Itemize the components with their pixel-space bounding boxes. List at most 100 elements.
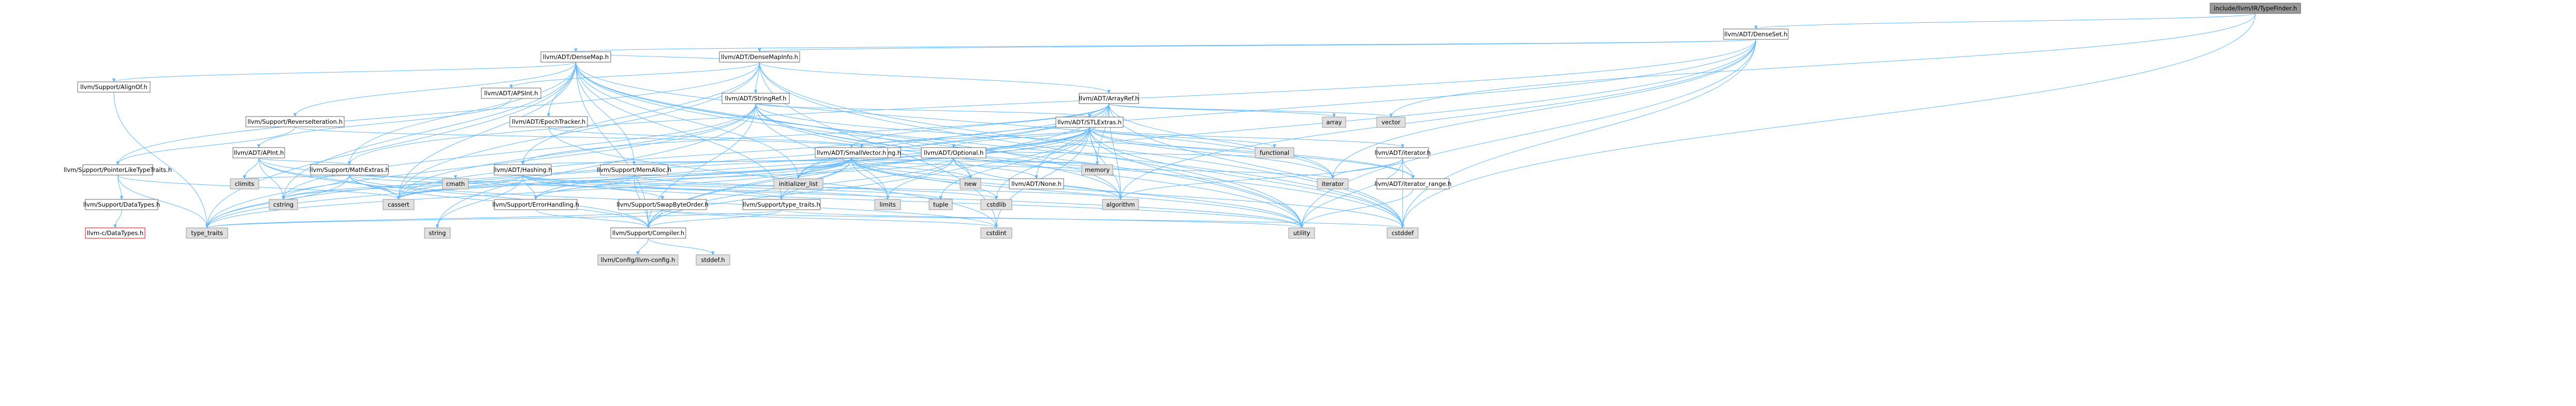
node-arrayref[interactable]: llvm/ADT/ArrayRef.h (1079, 93, 1139, 104)
node-stringref[interactable]: llvm/ADT/StringRef.h (722, 93, 790, 104)
edge-stlextras-to-iterator (1089, 127, 1403, 148)
edge-denseset-to-s_utility (1302, 39, 1756, 228)
node-box (230, 178, 259, 190)
edge-stlextras-to-s_memory (1089, 127, 1097, 165)
node-box (1255, 147, 1294, 158)
node-box (494, 164, 552, 176)
edge-denseset-to-mathextras (349, 39, 1756, 165)
node-label: llvm/Support/Compiler.h (612, 229, 684, 237)
edge-optional-to-s_utility (953, 157, 1302, 228)
node-label: llvm/ADT/Hashing.h (493, 166, 552, 173)
edge-iterator-to-s_algorithm (1121, 157, 1403, 199)
node-datatypes[interactable]: llvm/Support/DataTypes.h (83, 199, 160, 210)
edge-iterator-to-s_utility (1302, 157, 1403, 228)
node-s_cstddef: cstddef (1387, 227, 1419, 239)
node-errhandling[interactable]: llvm/Support/ErrorHandling.h (492, 199, 579, 210)
node-box (424, 227, 451, 239)
edge-arrayref-to-s_memory (1097, 103, 1109, 165)
node-label: cstring (273, 201, 293, 208)
node-label: llvm/Support/MemAlloc.h (597, 166, 671, 173)
edge-reverseiter-to-abibreak (295, 126, 862, 148)
node-mathextras[interactable]: llvm/Support/MathExtras.h (310, 164, 389, 176)
node-densemapinfo[interactable]: llvm/ADT/DenseMapInfo.h (719, 51, 800, 63)
node-box (1009, 178, 1064, 190)
node-label: llvm/Support/SwapByteOrder.h (616, 201, 709, 208)
node-compiler[interactable]: llvm/Support/Compiler.h (610, 227, 686, 239)
edge-denseset-to-s_iterator (1333, 39, 1756, 179)
edge-smallvector-to-s_typetraits (207, 157, 852, 228)
edge-datatypes-to-cdatatypes (115, 209, 122, 228)
edge-arrayref-to-s_array (1109, 103, 1334, 117)
node-s_limits: limits (874, 199, 901, 210)
edge-densemap-to-s_typetraits (207, 62, 576, 228)
node-s_algorithm: algorithm (1102, 199, 1139, 210)
node-memalloc[interactable]: llvm/Support/MemAlloc.h (597, 164, 671, 176)
node-s_typetraits: type_traits (186, 227, 228, 239)
node-none[interactable]: llvm/ADT/None.h (1009, 178, 1064, 190)
node-box (186, 227, 228, 239)
edge-densemapinfo-to-arrayref (759, 62, 1109, 93)
node-denseset[interactable]: llvm/ADT/DenseSet.h (1723, 28, 1789, 40)
node-iterrange[interactable]: llvm/ADT/iterator_range.h (1375, 178, 1452, 190)
edge-ptrliketraits-to-s_typetraits (117, 175, 208, 228)
node-box (85, 199, 158, 210)
edge-optional-to-typetraits (782, 157, 954, 199)
node-label: array (1326, 119, 1342, 126)
node-apsint[interactable]: llvm/ADT/APSInt.h (481, 88, 541, 99)
edge-densemap-to-s_cstddef (576, 62, 1403, 228)
edge-stringref-to-s_string (437, 103, 756, 228)
node-ptrliketraits[interactable]: llvm/Support/PointerLikeTypeTraits.h (64, 164, 172, 176)
node-box (1376, 117, 1406, 128)
node-optional[interactable]: llvm/ADT/Optional.h (921, 147, 987, 158)
node-cdatatypes[interactable]: llvm-c/DataTypes.h (85, 227, 145, 239)
edge-apint-to-mathextras (258, 157, 349, 165)
edge-densemap-to-epochtracker (549, 62, 576, 117)
node-box (874, 199, 901, 210)
node-label: llvm/ADT/APSInt.h (484, 90, 538, 97)
edge-arrayref-to-none (1037, 103, 1109, 179)
node-box (980, 199, 1012, 210)
node-label: llvm/ADT/ArrayRef.h (1079, 95, 1139, 102)
node-box (773, 178, 823, 190)
node-box (494, 199, 578, 210)
node-hashing[interactable]: llvm/ADT/Hashing.h (493, 164, 552, 176)
node-box (1079, 93, 1139, 104)
node-label: limits (879, 201, 895, 208)
node-aligntof[interactable]: llvm/Support/AlignOf.h (77, 81, 151, 93)
edge-apint-to-s_climits (245, 157, 259, 179)
edge-swapbyte-to-s_cstdint (662, 209, 996, 228)
edge-denseset-to-s_cstddef (1403, 39, 1756, 228)
node-swapbyte[interactable]: llvm/Support/SwapByteOrder.h (616, 199, 709, 210)
node-epochtracker[interactable]: llvm/ADT/EpochTracker.h (509, 116, 588, 127)
node-densemap[interactable]: llvm/ADT/DenseMap.h (540, 51, 611, 63)
node-s_memory: memory (1081, 164, 1113, 176)
edge-hashing-to-s_string (437, 175, 523, 228)
node-smallvector[interactable]: llvm/ADT/SmallVector.h (815, 147, 888, 158)
node-label: llvm/ADT/DenseMapInfo.h (721, 53, 798, 61)
node-label: llvm/ADT/EpochTracker.h (512, 118, 585, 125)
edge-optional-to-hashing (523, 157, 954, 165)
edge-arrayref-to-s_iterator (1109, 103, 1333, 179)
node-label: llvm/Support/ReverseIteration.h (247, 118, 343, 125)
node-iterator[interactable]: llvm/ADT/iterator.h (1375, 147, 1431, 158)
edge-denseset-to-densemap (576, 39, 1756, 52)
node-box (1723, 28, 1789, 40)
edge-densemapinfo-to-s_cassert (399, 62, 760, 199)
node-label: cmath (446, 180, 465, 187)
node-box (921, 147, 987, 158)
edge-mathextras-to-s_limits (349, 175, 888, 199)
node-typetraits[interactable]: llvm/Support/type_traits.h (742, 199, 821, 210)
edge-stringref-to-s_cassert (399, 103, 756, 199)
node-box (540, 51, 611, 63)
node-apint[interactable]: llvm/ADT/APInt.h (232, 147, 285, 158)
edge-mathextras-to-s_climits (245, 175, 350, 179)
node-reverseiter[interactable]: llvm/Support/ReverseIteration.h (245, 116, 345, 127)
node-box (2210, 3, 2301, 14)
node-box (722, 93, 790, 104)
node-root[interactable]: include/llvm/IR/TypeFinder.h (2210, 3, 2301, 14)
node-box (269, 199, 298, 210)
node-stlextras[interactable]: llvm/ADT/STLExtras.h (1055, 117, 1124, 128)
edge-compiler-to-llvmconfig (638, 238, 649, 255)
edge-densemap-to-s_utility (576, 62, 1302, 228)
edge-optional-to-compiler (649, 157, 954, 228)
